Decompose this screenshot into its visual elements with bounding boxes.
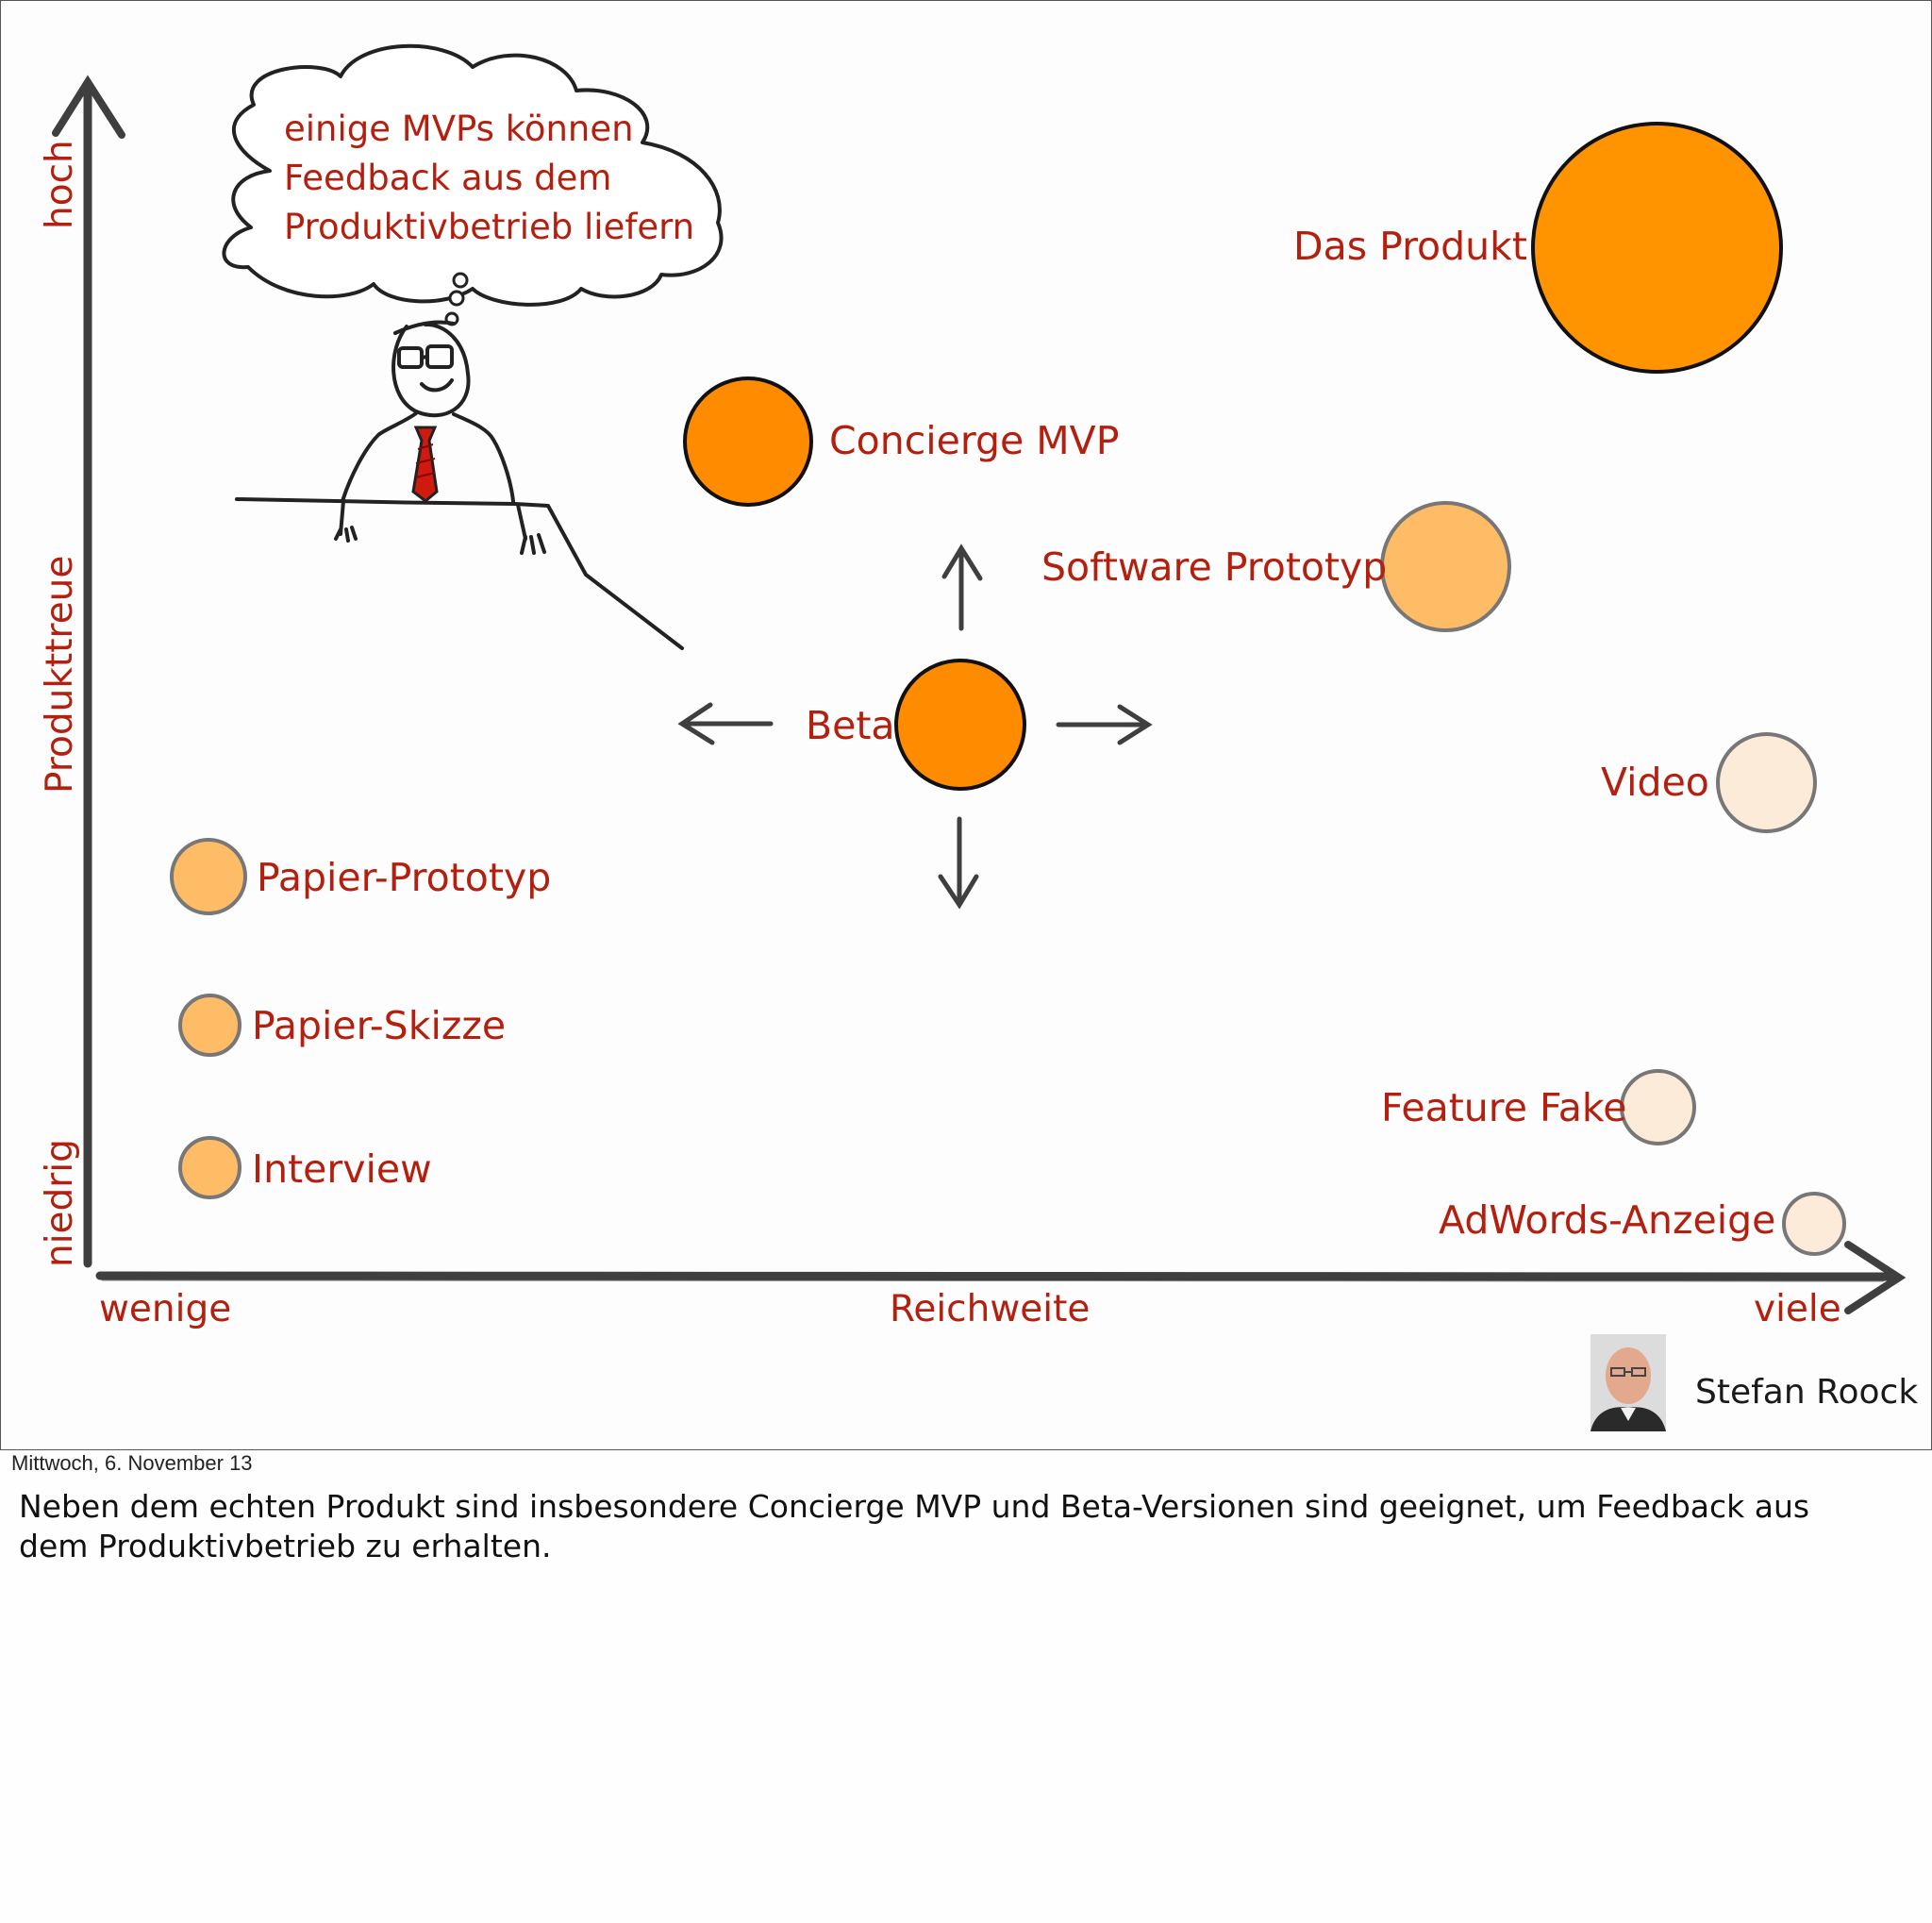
y-axis-title: Produkttreue (39, 555, 81, 794)
x-axis-low-label: wenige (99, 1288, 232, 1330)
label-interview: Interview (252, 1146, 432, 1192)
circle-papier-prototyp (170, 838, 247, 915)
x-axis-arrow (95, 1241, 1907, 1314)
circle-software-prototyp (1380, 501, 1511, 632)
red-tie (411, 426, 439, 503)
x-axis-high-label: viele (1754, 1288, 1841, 1330)
circle-interview (178, 1136, 242, 1199)
label-papier-prototyp: Papier-Prototyp (257, 855, 552, 900)
speaker-notes: Neben dem echten Produkt sind insbesonde… (19, 1488, 1810, 1564)
circle-concierge-mvp (683, 376, 813, 507)
label-feature-fake: Feature Fake (1381, 1085, 1627, 1130)
label-das-produkt: Das Produkt (1293, 224, 1527, 269)
author-name: Stefan Roock (1695, 1373, 1919, 1412)
stick-figure (235, 320, 684, 650)
thought-line-1: einige MVPs können (284, 109, 634, 149)
thought-dots (444, 272, 469, 326)
slide: einige MVPs können Feedback aus dem Prod… (0, 0, 1932, 1450)
label-software-prototyp: Software Prototyp (1041, 544, 1388, 590)
y-axis-low-label: niedrig (39, 1139, 81, 1267)
label-papier-skizze: Papier-Skizze (252, 1003, 507, 1048)
circle-video (1716, 732, 1817, 833)
y-axis-high-label: hoch (39, 140, 81, 229)
thought-line-2: Feedback aus dem (284, 158, 612, 198)
x-axis-title: Reichweite (890, 1288, 1091, 1330)
thought-cloud (222, 43, 724, 307)
label-adwords-anzeige: AdWords-Anzeige (1439, 1197, 1776, 1243)
circle-beta (894, 659, 1026, 791)
circle-feature-fake (1620, 1069, 1696, 1145)
label-video: Video (1601, 760, 1709, 805)
beta-arrows (677, 543, 1153, 910)
thought-line-3: Produktivbetrieb liefern (284, 207, 695, 247)
label-concierge-mvp: Concierge MVP (829, 418, 1120, 463)
y-axis-arrow (52, 75, 125, 1268)
diagram-drawing (52, 43, 1907, 1314)
circle-das-produkt (1531, 122, 1783, 374)
author-photo (1591, 1334, 1666, 1431)
circle-adwords-anzeige (1782, 1192, 1846, 1256)
circle-papier-skizze (178, 994, 242, 1057)
label-beta: Beta (806, 703, 895, 748)
slide-date: Mittwoch, 6. November 13 (11, 1451, 253, 1475)
